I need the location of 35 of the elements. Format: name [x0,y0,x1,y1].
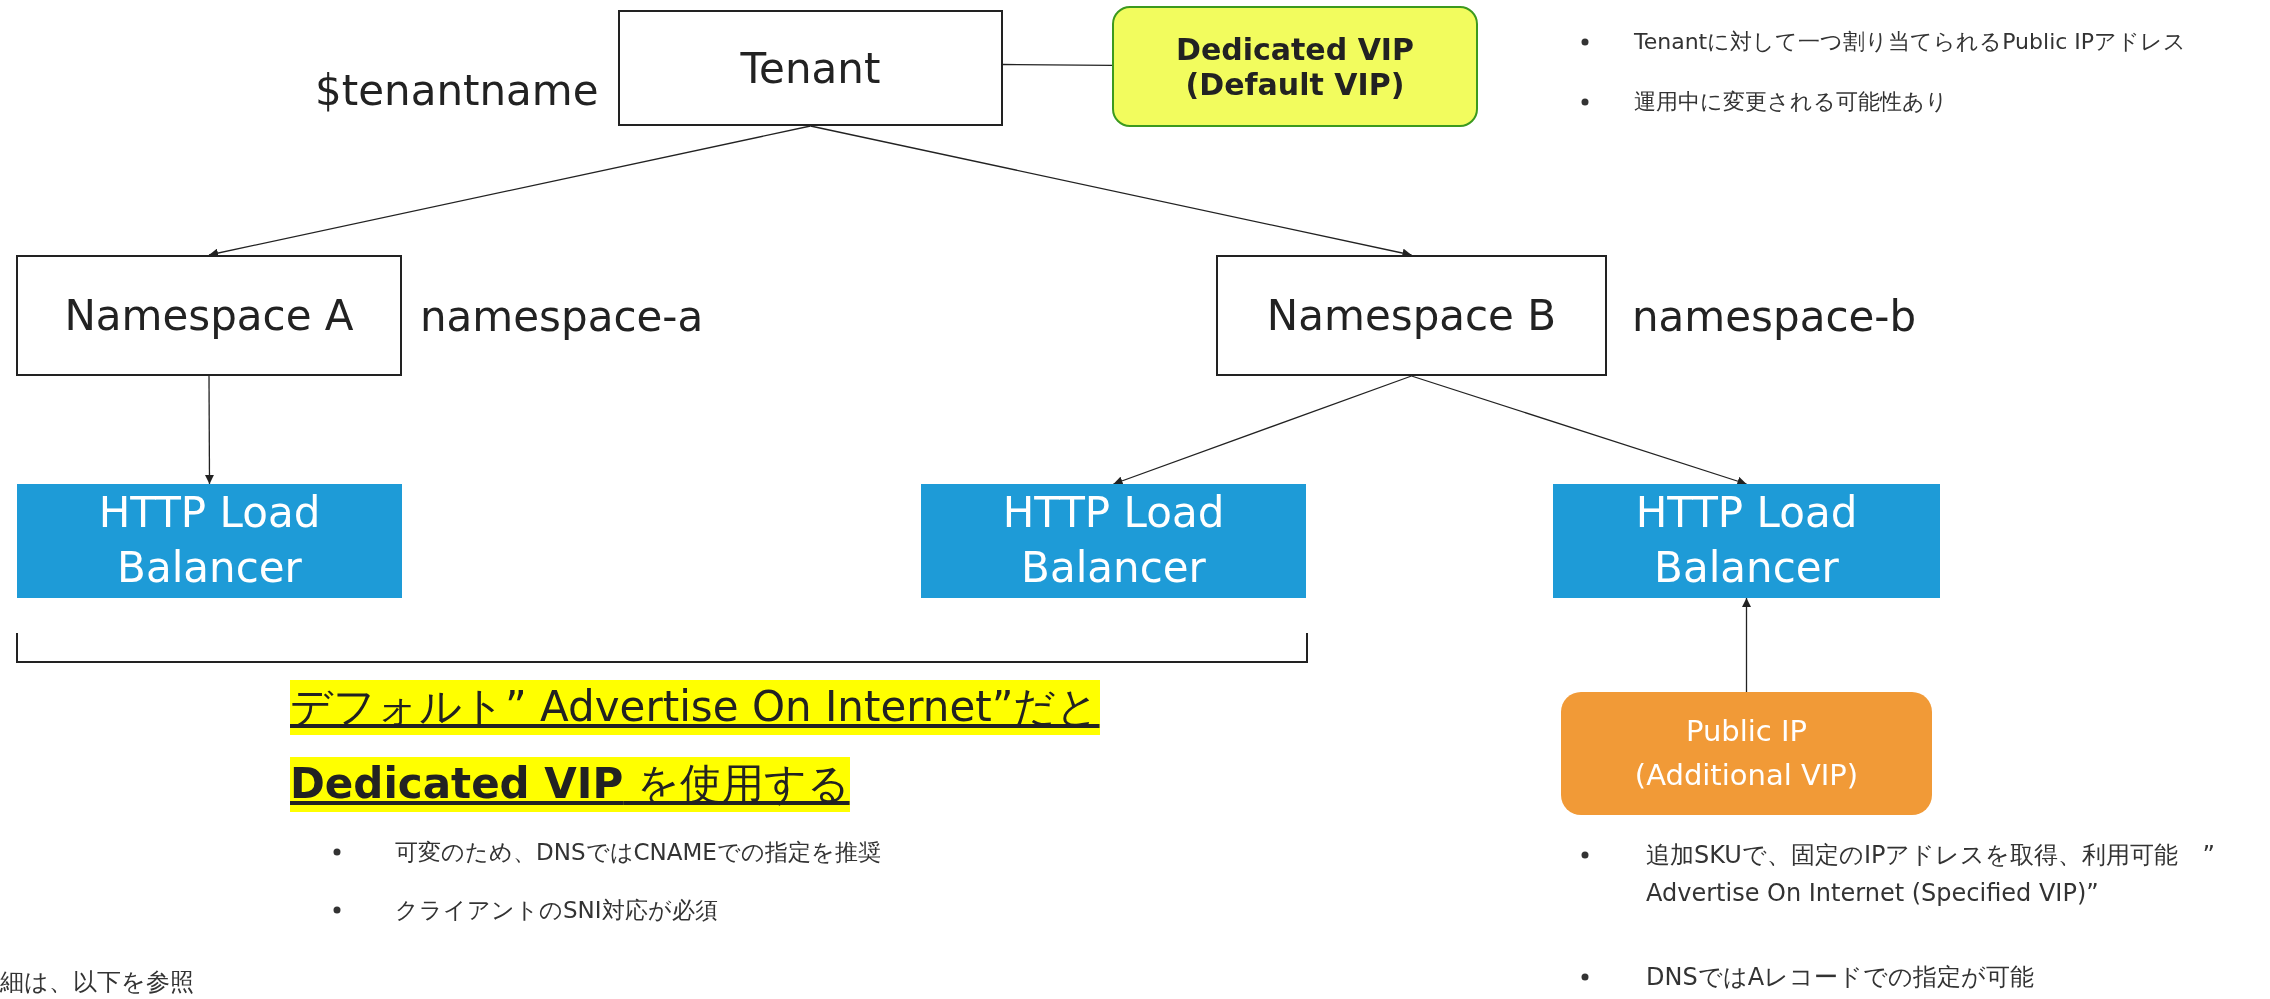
node-label: Dedicated VIP (Default VIP) [1175,31,1415,102]
bullet-note: 可変のため、DNSではCNAMEでの指定を推奨 [395,838,882,867]
bullet-note: 運用中に変更される可能性あり [1634,88,1949,116]
arrow [1112,375,1413,486]
node-box [1216,255,1607,376]
arrow [809,125,1413,258]
connector-line [1002,63,1113,66]
bullet-note: DNSではAレコードでの指定が可能 [1646,962,2036,993]
load-balancer-box [1553,484,1940,598]
arrow [208,125,812,258]
node-label: Public IP (Additional VIP) [1633,713,1860,794]
node-caption: $tenantname [315,66,599,115]
node-label: HTTP Load Balancer [1634,487,1859,594]
node-label: HTTP Load Balancer [1001,487,1226,594]
bullet-note: 追加SKUで、固定のIPアドレスを取得、利用可能 ” Advertise On Internet (Specified VIP)” [1646,840,2216,910]
node-box [16,255,402,376]
load-balancer-box [17,484,402,598]
node-caption: namespace-b [1632,292,1917,341]
node-label: HTTP Load Balancer [97,487,322,594]
bullet-note: クライアントのSNI対応が必須 [395,896,719,925]
bullet-note: Tenantに対して一つ割り当てられるPublic IPアドレス [1634,28,2188,56]
highlighted-note: デフォルト” Advertise On Internet”だと [290,680,1100,735]
node-label: Namespace B [1265,291,1558,340]
node-label: Tenant [739,43,882,93]
arrow [1410,375,1748,486]
arrow [204,375,214,485]
public-ip-box [1561,692,1932,815]
node-caption: namespace-a [420,292,704,341]
arrow [1741,597,1752,693]
node-box [618,10,1003,126]
vip-box [1112,6,1478,127]
note-text: 細は、以下を参照 [0,967,194,998]
node-label: Namespace A [63,291,355,340]
highlighted-note: Dedicated VIP を使用する [290,757,850,812]
load-balancer-box [921,484,1306,598]
